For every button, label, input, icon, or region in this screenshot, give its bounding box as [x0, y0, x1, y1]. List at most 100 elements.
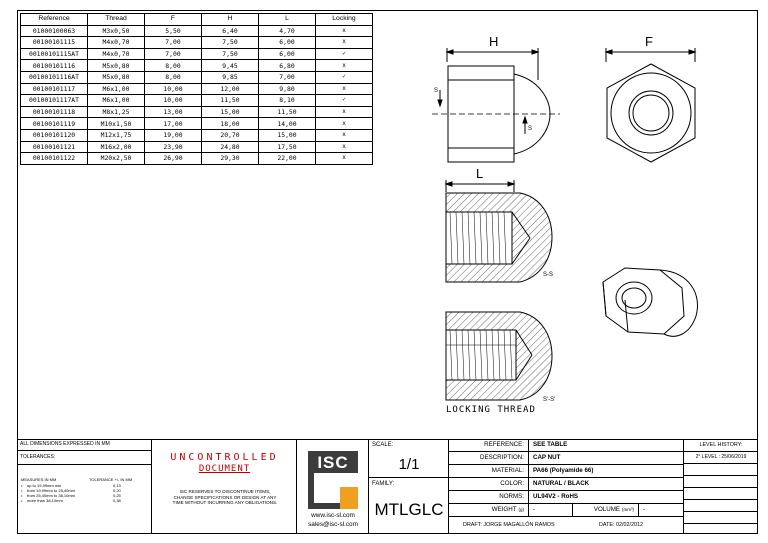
- table-cell: 7,00: [144, 36, 202, 49]
- table-cell: 7,00: [144, 47, 202, 61]
- measures-label: MEASURES IN MM: [21, 477, 57, 482]
- scale-cell: SCALE: 1/1: [369, 439, 449, 478]
- table-cell: x: [315, 24, 373, 38]
- drawing-frame: [17, 10, 758, 534]
- scale-value: 1/1: [398, 456, 420, 473]
- family-cell: FAMILY: MTLGLC: [369, 478, 449, 534]
- date-text: DATE: 02/02/2012: [599, 522, 643, 528]
- tolerance-table: MEASURES IN MM TOLERANCE +/- IN MM • up t…: [17, 465, 152, 534]
- weight-value: -: [529, 504, 573, 517]
- tolerance-value: 0,20: [113, 488, 121, 493]
- weight-label-text: WEIGHT: [491, 506, 517, 513]
- material-label: MATERIAL:: [449, 465, 529, 478]
- tolerance-mm-label: TOLERANCE +/- IN MM: [89, 477, 133, 482]
- web-link[interactable]: www.isc-sl.com: [311, 512, 355, 519]
- tolerance-range: up to 19,99mm min: [27, 483, 62, 488]
- table-cell: 19,00: [144, 128, 202, 142]
- scale-label: SCALE:: [372, 442, 394, 448]
- table-cell: ✓: [315, 47, 373, 61]
- uncontrolled-cell: UNCONTROLLED DOCUMENT ISC RESERVES TO DI…: [152, 439, 297, 534]
- reference-label: REFERENCE:: [449, 439, 529, 452]
- reference-table: Reference Thread F H L Locking 010001000…: [20, 13, 373, 165]
- isometric-view: [602, 267, 698, 337]
- section-label-ss: S-S: [543, 272, 554, 278]
- color-label: COLOR:: [449, 478, 529, 491]
- tolerance-row: • from 25,40mm to 38,10mm 0,25: [21, 493, 147, 498]
- draft-text: DRAFT: JORGE MAGALLÓN RAMOS: [463, 522, 555, 528]
- uncontrolled-text: UNCONTROLLED: [170, 452, 279, 463]
- tolerance-range: from 25,40mm to 38,10mm: [27, 493, 76, 498]
- tolerance-range: from 19,99mm to 25,40mm: [27, 488, 76, 493]
- section-label-ss-prime: S'-S': [543, 397, 556, 403]
- table-cell: x: [315, 140, 373, 154]
- bullet-icon: •: [21, 483, 23, 488]
- tolerance-row: • from 19,99mm to 25,40mm 0,20: [21, 488, 147, 493]
- weight-label: WEIGHT(g): [449, 504, 529, 517]
- table-cell: 18,00: [201, 117, 259, 130]
- table-cell: x: [315, 36, 373, 49]
- isc-logo: ISC: [308, 451, 358, 509]
- bullet-icon: •: [21, 498, 23, 503]
- level-history-label: LEVEL HISTORY:: [684, 439, 758, 452]
- volume-unit: (mm³): [622, 507, 634, 512]
- section-view-s-prime: [445, 311, 553, 401]
- level-2-text: 2° LEVEL : 25/06/2019: [684, 451, 758, 464]
- table-cell: M4x0,70: [87, 36, 145, 49]
- tolerances-cell: TOLERANCES:: [17, 451, 152, 465]
- table-cell: M10x1,50: [87, 117, 145, 130]
- table-cell: 20,70: [201, 128, 259, 142]
- table-cell: 6,40: [201, 24, 259, 38]
- logo-cell: ISC www.isc-sl.com sales@isc-sl.com: [297, 439, 369, 534]
- all-dims-text: ALL DIMENSIONS EXPRESSED IN MM: [20, 441, 110, 447]
- table-cell: 4,70: [258, 24, 316, 38]
- volume-value: -: [639, 504, 684, 517]
- all-dims-cell: ALL DIMENSIONS EXPRESSED IN MM: [17, 439, 152, 451]
- table-cell: 24,80: [201, 140, 259, 154]
- table-cell: 00100101120: [20, 128, 88, 142]
- volume-label-text: VOLUME: [593, 506, 620, 513]
- bullet-icon: •: [21, 488, 23, 493]
- table-cell: 17,00: [144, 117, 202, 130]
- norms-label: NORMS:: [449, 491, 529, 504]
- table-cell: x: [315, 128, 373, 142]
- tolerance-value: 0,38: [113, 498, 121, 503]
- table-cell: 17,50: [258, 140, 316, 154]
- volume-label: VOLUME(mm³): [573, 504, 639, 517]
- table-cell: 7,50: [201, 47, 259, 61]
- table-cell: 22,00: [258, 152, 316, 165]
- section-mark-s-2: S: [528, 126, 533, 132]
- table-cell: 26,90: [144, 152, 202, 165]
- description-value: CAP NUT: [529, 452, 684, 465]
- dim-f-label: F: [645, 34, 653, 49]
- tolerance-value: 0,25: [113, 493, 121, 498]
- level-history-cell: LEVEL HISTORY: 2° LEVEL : 25/06/2019: [684, 439, 758, 534]
- logo-text: ISC: [317, 453, 349, 472]
- draft-cell: DRAFT: JORGE MAGALLÓN RAMOS DATE: 02/02/…: [449, 517, 684, 534]
- reference-value: SEE TABLE: [529, 439, 684, 452]
- table-cell: M20x2,50: [87, 152, 145, 165]
- section-view-s: [444, 180, 553, 283]
- tolerances-text: TOLERANCES:: [20, 454, 56, 460]
- description-label: DESCRIPTION:: [449, 452, 529, 465]
- dim-l-label: L: [476, 166, 484, 181]
- family-value: MTLGLC: [374, 500, 444, 519]
- bullet-icon: •: [21, 493, 23, 498]
- email-link[interactable]: sales@isc-sl.com: [308, 521, 358, 528]
- dim-h-label: H: [489, 34, 499, 49]
- table-cell: x: [315, 117, 373, 130]
- top-view: [604, 48, 697, 163]
- locking-thread-label: LOCKING THREAD: [446, 405, 536, 415]
- table-cell: 6,00: [258, 36, 316, 49]
